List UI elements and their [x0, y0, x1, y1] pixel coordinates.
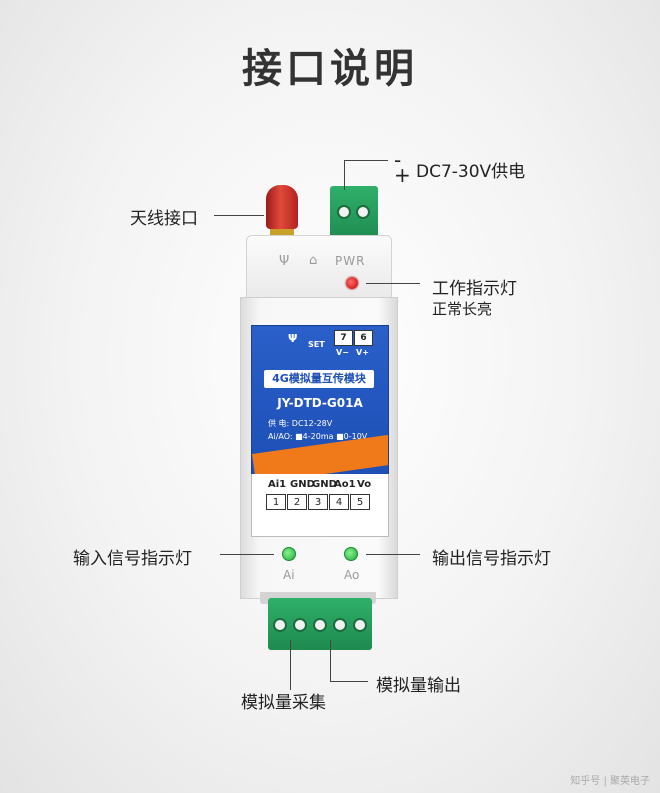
input-led-leader-line: [220, 554, 274, 555]
terminal-number: 4: [329, 494, 349, 510]
terminal-number: 5: [350, 494, 370, 510]
sticker-antenna-icon: Ψ: [288, 332, 298, 345]
analog-out-leader-vertical: [330, 640, 331, 682]
term-label-ao1: Ao1: [334, 479, 356, 490]
terminal-number: 2: [287, 494, 307, 510]
io-terminal-screw: [333, 618, 347, 632]
device-top-housing: [246, 235, 392, 302]
work-led-callout: 工作指示灯: [432, 279, 517, 299]
power-terminal-screw-plus: [356, 205, 370, 219]
analog-in-callout: 模拟量采集: [241, 693, 326, 713]
vplus-label: V+: [356, 348, 369, 357]
ao-label: Ao: [344, 568, 360, 582]
ai-label: Ai: [283, 568, 295, 582]
analog-in-leader-vertical: [290, 640, 291, 690]
analog-out-leader-line: [330, 681, 368, 682]
work-led-subcallout: 正常长亮: [432, 300, 493, 318]
model-number: JY-DTD-G01A: [277, 396, 363, 410]
supply-spec: 供 电: DC12-28V: [268, 419, 333, 428]
io-terminal-screw: [313, 618, 327, 632]
analog-out-callout: 模拟量输出: [376, 676, 461, 696]
power-plus-sign: +: [394, 163, 411, 187]
product-name: 4G模拟量互传模块: [264, 370, 374, 388]
power-leader-vertical: [344, 160, 345, 190]
sticker-set-label: SET: [308, 340, 325, 349]
terminal-number-row: 1 2 3 4 5: [266, 494, 371, 510]
terminal-number: 3: [308, 494, 328, 510]
power-terminal-screw-minus: [337, 205, 351, 219]
pin-6: 6: [354, 330, 373, 346]
page-title: 接口说明: [242, 46, 418, 92]
antenna: [266, 185, 298, 229]
term-label-gnd2: GND: [312, 479, 337, 490]
antenna-leader-line: [214, 215, 264, 216]
pin-7: 7: [334, 330, 353, 346]
antenna-callout: 天线接口: [130, 209, 198, 229]
input-led-callout: 输入信号指示灯: [73, 549, 192, 569]
pwr-label: PWR: [335, 254, 366, 268]
term-label-ai1: Ai1: [268, 479, 287, 490]
term-label-vo: Vo: [357, 479, 372, 490]
output-led-leader-line: [366, 554, 420, 555]
work-led-leader-line: [366, 283, 420, 284]
io-terminal-screw: [293, 618, 307, 632]
io-terminal-screw: [353, 618, 367, 632]
terminal-number: 1: [266, 494, 286, 510]
term-label-gnd1: GND: [290, 479, 315, 490]
input-indicator-led: [282, 547, 296, 561]
power-leader-line: [344, 160, 388, 161]
antenna-icon: Ψ: [279, 254, 290, 269]
aio-spec: Ai/AO: ■4-20ma ■0-10V: [268, 432, 368, 441]
power-minus-sign: -: [394, 148, 402, 172]
device-sticker: Ψ SET 7 6 V− V+ 4G模拟量互传模块 JY-DTD-G01A 供 …: [251, 325, 389, 477]
output-indicator-led: [344, 547, 358, 561]
io-terminal-screw: [273, 618, 287, 632]
power-callout: DC7-30V供电: [416, 162, 526, 182]
watermark: 知乎号 | 聚英电子: [570, 776, 650, 787]
vminus-label: V−: [336, 348, 349, 357]
output-led-callout: 输出信号指示灯: [432, 549, 551, 569]
work-indicator-led: [346, 277, 358, 289]
set-button-icon: ⌂: [309, 253, 318, 268]
